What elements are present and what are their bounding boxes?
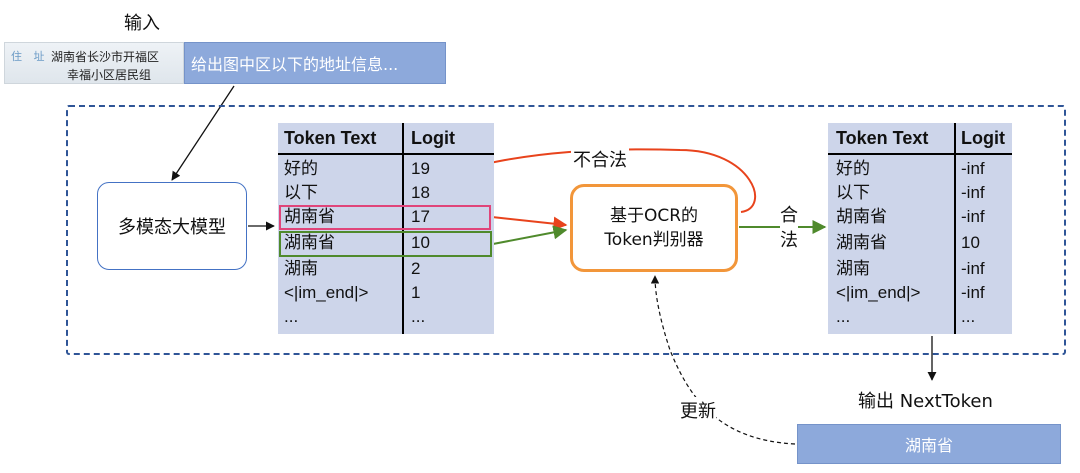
masked-row-token: 湖南	[836, 259, 870, 278]
masked-table-divider	[954, 123, 956, 334]
masked-row-value: -inf	[961, 159, 985, 178]
process-frame	[66, 105, 1066, 355]
logit-table-header-line	[278, 153, 494, 155]
masked-table-header-token: Token Text	[836, 128, 929, 148]
id-card-address-line1: 湖南省长沙市开福区	[51, 50, 160, 64]
masked-row-value: -inf	[961, 283, 985, 302]
id-card-image: 住 址 湖南省长沙市开福区 幸福小区居民组	[4, 42, 184, 84]
masked-row-value: 10	[961, 233, 980, 252]
masked-table-header-logit: Logit	[961, 128, 1005, 148]
logit-row-token: 湖南省	[284, 233, 335, 252]
masked-row-value: -inf	[961, 183, 985, 202]
masked-row-token: 湖南省	[836, 233, 887, 252]
input-title: 输入	[124, 13, 160, 34]
logit-row-token: 以下	[284, 183, 318, 202]
logit-row-value: 2	[411, 259, 421, 278]
logit-row-token: ...	[284, 307, 299, 326]
update-label: 更新	[680, 397, 716, 423]
id-card-address-line2: 幸福小区居民组	[67, 68, 152, 82]
masked-row-value: -inf	[961, 207, 985, 226]
illegal-token-highlight	[279, 205, 491, 230]
logit-row-token: 胡南省	[284, 207, 335, 226]
output-token-box: 湖南省	[797, 424, 1061, 464]
judge-label-line2: Token判别器	[604, 230, 704, 250]
input-prompt: 给出图中区以下的地址信息...	[184, 42, 446, 84]
masked-row-token: 以下	[836, 183, 870, 202]
masked-row-token: 胡南省	[836, 207, 887, 226]
logit-row-token: 湖南	[284, 259, 318, 278]
masked-row-token: ...	[836, 307, 851, 326]
logit-row-value: 1	[411, 283, 421, 302]
masked-row-value: -inf	[961, 259, 985, 278]
output-title: 输出 NextToken	[858, 391, 993, 412]
masked-logit-table: Token Text Logit 好的 -inf 以下 -inf 胡南省 -in…	[828, 123, 1012, 334]
masked-row-value: ...	[961, 307, 976, 326]
logit-row-token: 好的	[284, 159, 318, 178]
id-card-label: 住 址	[11, 50, 49, 63]
multimodal-model-box: 多模态大模型	[97, 182, 247, 270]
ocr-token-judge-box: 基于OCR的 Token判别器	[570, 184, 738, 272]
legal-token-highlight	[279, 231, 492, 257]
masked-row-token: <|im_end|>	[836, 283, 921, 302]
masked-table-header-line	[828, 153, 1012, 155]
logit-row-value: 10	[411, 233, 430, 252]
legal-label-char2: 法	[780, 226, 798, 252]
judge-label-line1: 基于OCR的	[609, 206, 699, 226]
logit-row-value: 18	[411, 183, 430, 202]
legal-label-char1: 合	[780, 201, 798, 227]
logit-row-value: ...	[411, 307, 426, 326]
logit-table-header-logit: Logit	[411, 128, 455, 148]
logit-row-token: <|im_end|>	[284, 283, 369, 302]
masked-row-token: 好的	[836, 159, 870, 178]
illegal-label: 不合法	[571, 146, 629, 172]
logit-row-value: 17	[411, 207, 430, 226]
logit-table-header-token: Token Text	[284, 128, 377, 148]
logit-row-value: 19	[411, 159, 430, 178]
